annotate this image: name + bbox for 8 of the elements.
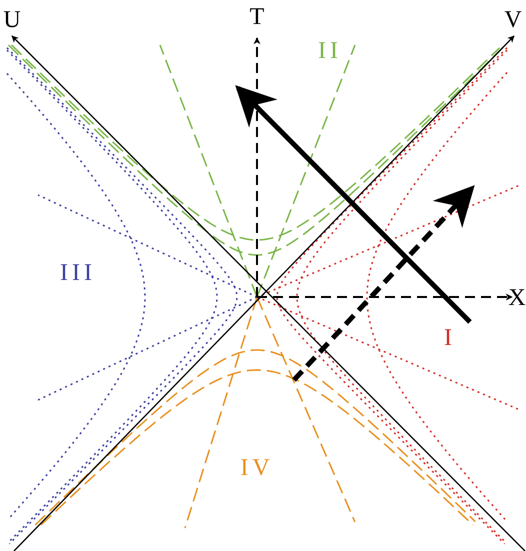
axis-label: U [3, 7, 21, 33]
region-label: IV [240, 455, 274, 481]
region-label: II [318, 38, 342, 64]
axis-label: V [504, 7, 522, 33]
region-label: I [444, 325, 456, 351]
axis-label: T [250, 4, 264, 30]
region-label: III [60, 260, 96, 286]
axis-label: X [508, 285, 526, 311]
